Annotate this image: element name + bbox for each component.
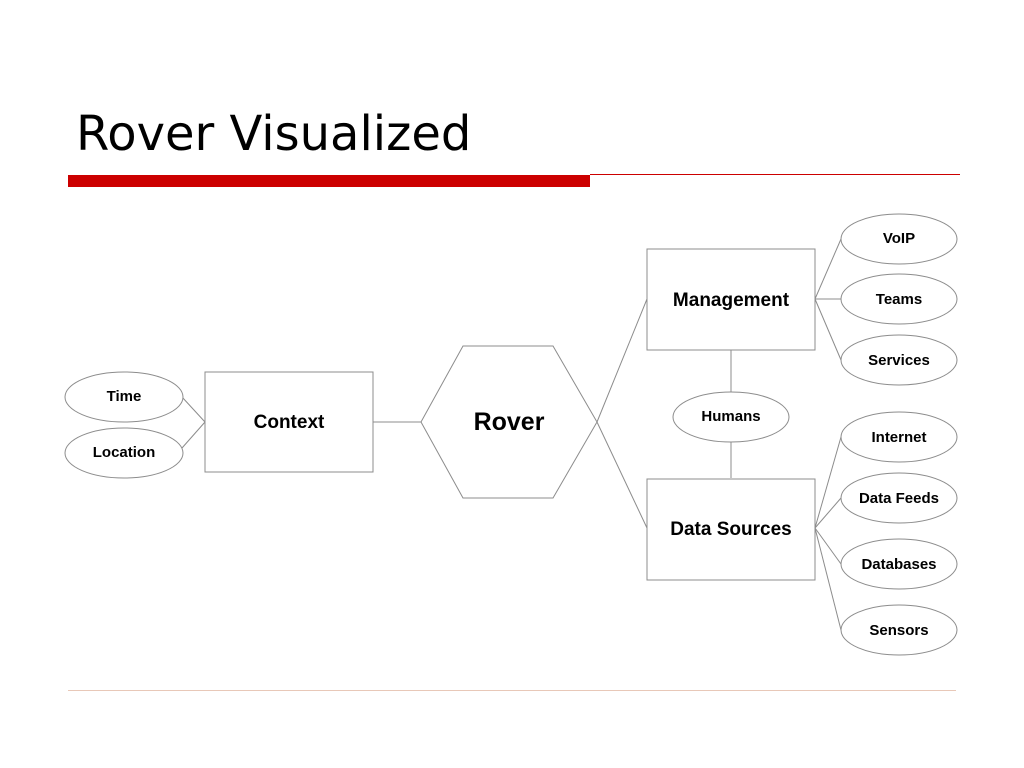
node-time: Time — [64, 371, 184, 423]
node-context: Context — [204, 371, 374, 473]
node-voip-label: VoIP — [883, 230, 915, 247]
node-services-label: Services — [868, 352, 930, 369]
connector-data-sources-internet — [814, 436, 842, 529]
node-data-sources-label: Data Sources — [670, 519, 791, 540]
node-data-feeds: Data Feeds — [840, 472, 958, 524]
connector-rover-management — [596, 298, 648, 423]
node-teams: Teams — [840, 273, 958, 325]
connector-time-context — [181, 396, 206, 423]
node-internet: Internet — [840, 411, 958, 463]
node-services: Services — [840, 334, 958, 386]
node-data-sources: Data Sources — [646, 478, 816, 581]
node-teams-label: Teams — [876, 291, 922, 308]
node-internet-label: Internet — [871, 429, 926, 446]
node-humans-label: Humans — [701, 408, 760, 425]
connector-management-voip — [814, 238, 842, 300]
connector-management-services — [814, 298, 842, 361]
title-underline-thin — [590, 174, 960, 175]
footer-rule — [68, 690, 956, 691]
node-location: Location — [64, 427, 184, 479]
node-rover-label: Rover — [474, 408, 545, 436]
connector-data-sources-data-feeds — [814, 497, 842, 529]
node-sensors-label: Sensors — [869, 622, 928, 639]
connector-rover-data-sources — [596, 421, 648, 529]
node-management: Management — [646, 248, 816, 351]
node-location-label: Location — [93, 444, 156, 461]
node-voip: VoIP — [840, 213, 958, 265]
slide-title: Rover Visualized — [76, 106, 472, 162]
title-underline-thick — [68, 175, 590, 187]
node-time-label: Time — [107, 388, 142, 405]
node-databases-label: Databases — [861, 556, 936, 573]
node-management-label: Management — [673, 290, 790, 311]
node-context-label: Context — [254, 412, 325, 433]
connector-data-sources-databases — [814, 527, 842, 565]
connector-data-sources-sensors — [814, 527, 842, 631]
node-rover: Rover — [420, 345, 598, 499]
connector-location-context — [181, 421, 206, 449]
node-humans: Humans — [672, 391, 790, 443]
node-data-feeds-label: Data Feeds — [859, 490, 939, 507]
connectors — [181, 238, 842, 631]
node-databases: Databases — [840, 538, 958, 590]
node-sensors: Sensors — [840, 604, 958, 656]
